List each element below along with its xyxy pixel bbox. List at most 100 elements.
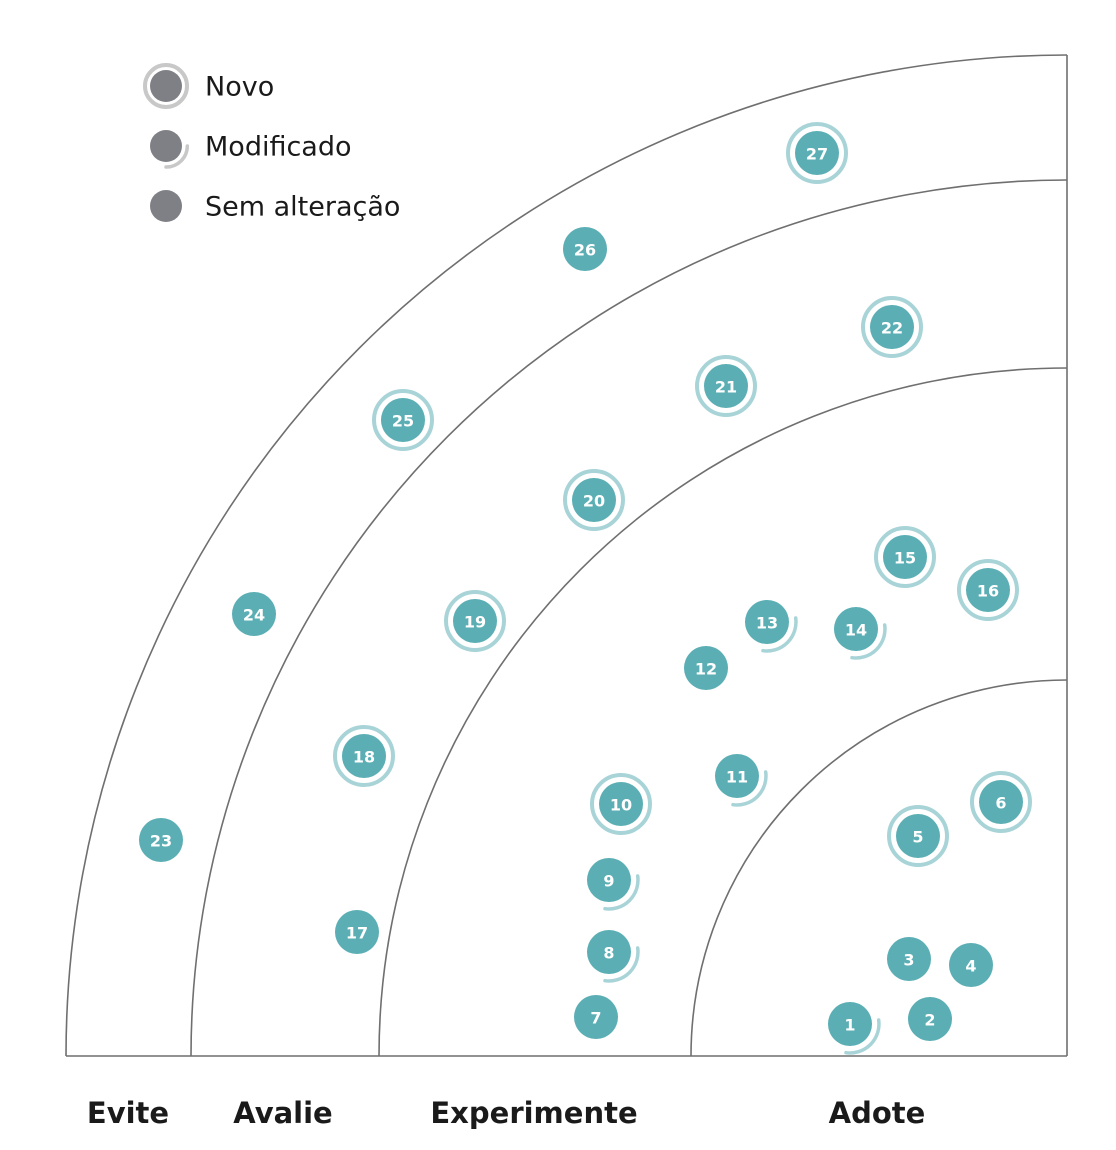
blip-number: 21 bbox=[715, 378, 737, 397]
blip-circle bbox=[453, 599, 497, 643]
blip-number: 15 bbox=[894, 549, 916, 568]
legend-modified-label: Modificado bbox=[205, 132, 352, 163]
blip-circle bbox=[715, 754, 759, 798]
legend-modified-dot bbox=[150, 130, 182, 162]
blip-number: 16 bbox=[977, 582, 999, 601]
blip-new-halo bbox=[861, 296, 923, 358]
blip-modified-halo bbox=[603, 874, 640, 911]
blip-12[interactable]: 12 bbox=[684, 646, 728, 690]
blip-23[interactable]: 23 bbox=[139, 818, 183, 862]
ring-labels: Evite Avalie Experimente Adote bbox=[87, 1096, 925, 1130]
blip-circle bbox=[979, 780, 1023, 824]
blip-circle bbox=[587, 930, 631, 974]
blip-modified-halo bbox=[844, 1018, 881, 1055]
blip-new-halo bbox=[444, 590, 506, 652]
blip-number: 23 bbox=[150, 832, 172, 851]
blip-6[interactable]: 6 bbox=[970, 771, 1032, 833]
blip-circle bbox=[887, 937, 931, 981]
blip-circle bbox=[139, 818, 183, 862]
blip-circle bbox=[684, 646, 728, 690]
ring-boundary-assess bbox=[190, 179, 1068, 1057]
blip-number: 27 bbox=[806, 145, 828, 164]
blip-new-halo bbox=[590, 773, 652, 835]
legend-new-label: Novo bbox=[205, 72, 274, 103]
legend-item-new: Novo bbox=[143, 63, 274, 109]
blip-circle bbox=[949, 943, 993, 987]
blip-circle bbox=[745, 600, 789, 644]
blip-21[interactable]: 21 bbox=[695, 355, 757, 417]
blip-number: 1 bbox=[844, 1016, 855, 1035]
blip-number: 9 bbox=[603, 872, 614, 891]
blip-19[interactable]: 19 bbox=[444, 590, 506, 652]
blip-17[interactable]: 17 bbox=[335, 910, 379, 954]
blip-25[interactable]: 25 bbox=[372, 389, 434, 451]
blip-circle bbox=[966, 568, 1010, 612]
blip-11[interactable]: 11 bbox=[715, 754, 768, 807]
blip-circle bbox=[896, 814, 940, 858]
blip-number: 17 bbox=[346, 924, 368, 943]
blip-number: 24 bbox=[243, 606, 265, 625]
blip-circle bbox=[834, 607, 878, 651]
legend-modified-halo bbox=[164, 144, 190, 169]
blip-13[interactable]: 13 bbox=[745, 600, 798, 653]
blip-number: 20 bbox=[583, 492, 605, 511]
blip-14[interactable]: 14 bbox=[834, 607, 887, 660]
blip-circle bbox=[587, 858, 631, 902]
blip-5[interactable]: 5 bbox=[887, 805, 949, 867]
blip-number: 11 bbox=[726, 768, 748, 787]
blip-10[interactable]: 10 bbox=[590, 773, 652, 835]
ring-boundary-hold bbox=[65, 54, 1068, 1057]
blip-circle bbox=[335, 910, 379, 954]
blip-22[interactable]: 22 bbox=[861, 296, 923, 358]
blip-3[interactable]: 3 bbox=[887, 937, 931, 981]
blip-16[interactable]: 16 bbox=[957, 559, 1019, 621]
blip-number: 18 bbox=[353, 748, 375, 767]
blip-7[interactable]: 7 bbox=[574, 995, 618, 1039]
blip-modified-halo bbox=[850, 623, 887, 660]
radar-rings bbox=[65, 54, 1068, 1057]
blip-number: 13 bbox=[756, 614, 778, 633]
legend-item-modified: Modificado bbox=[150, 130, 352, 169]
blip-number: 25 bbox=[392, 412, 414, 431]
blip-4[interactable]: 4 bbox=[949, 943, 993, 987]
blip-2[interactable]: 2 bbox=[908, 997, 952, 1041]
blip-number: 4 bbox=[965, 957, 976, 976]
blip-20[interactable]: 20 bbox=[563, 469, 625, 531]
blip-circle bbox=[574, 995, 618, 1039]
blip-number: 8 bbox=[603, 944, 614, 963]
legend-unchanged-dot bbox=[150, 190, 182, 222]
blip-27[interactable]: 27 bbox=[786, 122, 848, 184]
legend-item-unchanged: Sem alteração bbox=[150, 190, 400, 223]
legend-new-halo bbox=[143, 63, 189, 109]
blip-circle bbox=[908, 997, 952, 1041]
blip-circle bbox=[342, 734, 386, 778]
blip-24[interactable]: 24 bbox=[232, 592, 276, 636]
blip-modified-halo bbox=[603, 946, 640, 983]
blip-8[interactable]: 8 bbox=[587, 930, 640, 983]
blip-new-halo bbox=[887, 805, 949, 867]
blip-new-halo bbox=[333, 725, 395, 787]
blip-9[interactable]: 9 bbox=[587, 858, 640, 911]
ring-label-hold: Evite bbox=[87, 1096, 169, 1130]
blip-circle bbox=[828, 1002, 872, 1046]
legend-unchanged-label: Sem alteração bbox=[205, 192, 400, 223]
blip-number: 10 bbox=[610, 796, 632, 815]
blip-number: 14 bbox=[845, 621, 867, 640]
blip-circle bbox=[572, 478, 616, 522]
blip-modified-halo bbox=[731, 770, 768, 807]
blip-circle bbox=[232, 592, 276, 636]
blip-1[interactable]: 1 bbox=[828, 1002, 881, 1055]
blip-26[interactable]: 26 bbox=[563, 227, 607, 271]
blip-15[interactable]: 15 bbox=[874, 526, 936, 588]
blip-circle bbox=[599, 782, 643, 826]
ring-label-assess: Avalie bbox=[233, 1096, 332, 1130]
ring-label-trial: Experimente bbox=[430, 1096, 637, 1130]
blip-number: 6 bbox=[995, 794, 1006, 813]
blip-18[interactable]: 18 bbox=[333, 725, 395, 787]
blip-circle bbox=[381, 398, 425, 442]
blip-number: 26 bbox=[574, 241, 596, 260]
blip-number: 3 bbox=[903, 951, 914, 970]
blip-new-halo bbox=[957, 559, 1019, 621]
blip-number: 7 bbox=[590, 1009, 601, 1028]
